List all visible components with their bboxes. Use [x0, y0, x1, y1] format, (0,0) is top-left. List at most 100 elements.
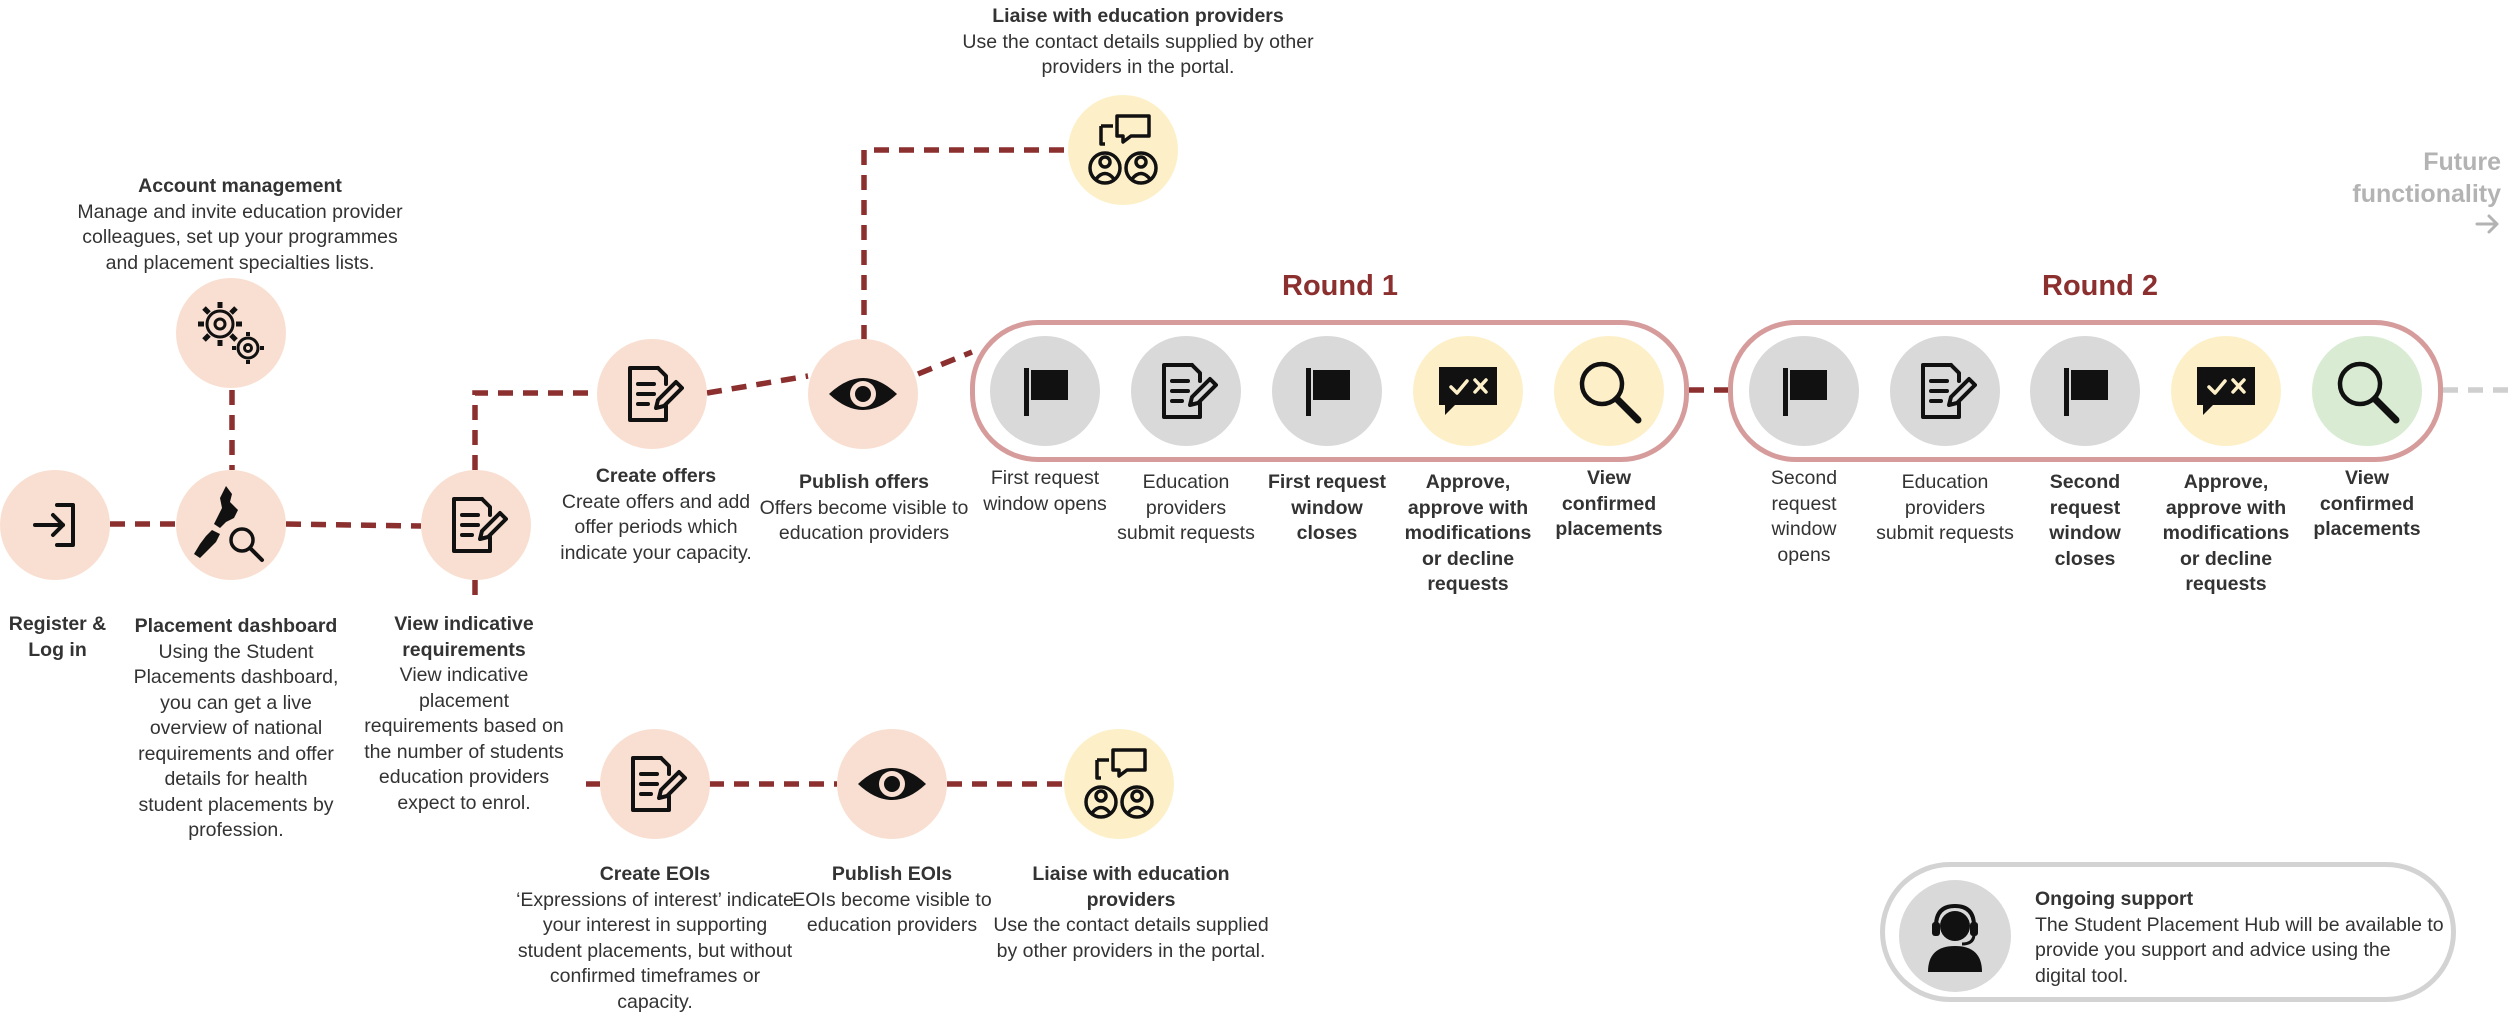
publish-offers-desc: Offers become visible to education provi…: [748, 496, 980, 547]
round-1-step-3-label: First request window closes: [1262, 470, 1392, 547]
round-2-step-3-text: Second request window closes: [2049, 471, 2121, 570]
create-eois-node: [600, 729, 710, 839]
round-1-step-3-node: [1272, 336, 1382, 446]
round-1-step-5-text: View confirmed placements: [1555, 467, 1662, 540]
support-text: Ongoing support The Student Placement Hu…: [2035, 887, 2445, 989]
register-label: Register & Log in: [0, 612, 115, 663]
document-pen-icon: [623, 752, 687, 816]
dashboard-label: Placement dashboard Using the Student Pl…: [130, 614, 342, 844]
eye-icon: [854, 760, 930, 808]
create-eois-label: Create EOIs ‘Expressions of interest’ in…: [514, 862, 796, 1015]
round-2-step-3-label: Second request window closes: [2030, 470, 2140, 572]
document-pen-icon: [620, 362, 684, 426]
create-eois-title: Create EOIs: [514, 862, 796, 888]
support-node: [1899, 880, 2011, 992]
round-1-step-1-node: [990, 336, 1100, 446]
document-pen-icon: [1913, 359, 1977, 423]
future-line-2: functionality: [2352, 178, 2501, 210]
liaise-top-title: Liaise with education providers: [960, 4, 1316, 30]
requirements-desc: View indicative placement requirements b…: [360, 663, 568, 816]
create-offers-desc: Create offers and add offer periods whic…: [552, 490, 760, 567]
round-2-title: Round 2: [1950, 270, 2250, 303]
round-2-step-2-node: [1890, 336, 2000, 446]
publish-offers-node: [808, 339, 918, 449]
liaise-bottom-node: [1064, 729, 1174, 839]
flag-icon: [2056, 362, 2114, 420]
liaise-top-label: Liaise with education providers Use the …: [960, 4, 1316, 81]
round-1-step-1-label: First request window opens: [980, 466, 1110, 517]
eye-icon: [825, 370, 901, 418]
dashboard-title: Placement dashboard: [130, 614, 342, 640]
liaise-bottom-desc: Use the contact details supplied by othe…: [992, 913, 1270, 964]
flag-icon: [1298, 362, 1356, 420]
document-pen-icon: [1154, 359, 1218, 423]
register-title: Register & Log in: [0, 612, 115, 663]
register-node: [0, 470, 110, 580]
round-1-step-3-text: First request window closes: [1268, 471, 1386, 544]
round-1-step-4-label: Approve, approve with modifications or d…: [1403, 470, 1533, 598]
round-2-step-2-text: Education providers submit requests: [1876, 471, 2014, 544]
magnifier-icon: [2332, 356, 2402, 426]
check-cross-chat-icon: [2193, 361, 2259, 421]
round-1-step-5-node: [1554, 336, 1664, 446]
round-1-title: Round 1: [1190, 270, 1490, 303]
liaise-top-node: [1068, 95, 1178, 205]
liaise-bottom-label: Liaise with education providers Use the …: [992, 862, 1270, 964]
round-1-step-2-text: Education providers submit requests: [1117, 471, 1255, 544]
future-functionality: Future functionality: [2352, 146, 2501, 244]
support-title: Ongoing support: [2035, 887, 2445, 913]
account-label: Account management Manage and invite edu…: [70, 174, 410, 276]
support-desc: The Student Placement Hub will be availa…: [2035, 913, 2445, 990]
round-2-step-5-label: View confirmed placements: [2307, 466, 2427, 543]
dashboard-node: [176, 470, 286, 580]
people-chat-icon: [1083, 110, 1163, 190]
dashboard-desc: Using the Student Placements dashboard, …: [130, 640, 342, 844]
nz-map-magnifier-icon: [186, 480, 276, 570]
requirements-title: View indicative requirements: [360, 612, 568, 663]
round-2-step-4-node: [2171, 336, 2281, 446]
round-2-step-1-label: Second request window opens: [1754, 466, 1854, 568]
create-offers-title: Create offers: [552, 464, 760, 490]
liaise-top-desc: Use the contact details supplied by othe…: [960, 30, 1316, 81]
document-pen-icon: [444, 493, 508, 557]
headset-person-icon: [1920, 898, 1990, 974]
publish-offers-title: Publish offers: [748, 470, 980, 496]
people-chat-icon: [1079, 744, 1159, 824]
publish-eois-node: [837, 729, 947, 839]
round-2-step-5-node: [2312, 336, 2422, 446]
round-2-step-4-text: Approve, approve with modifications or d…: [2163, 471, 2290, 595]
round-1-step-2-label: Education providers submit requests: [1116, 470, 1256, 547]
round-2-step-4-label: Approve, approve with modifications or d…: [2161, 470, 2291, 598]
arrow-right-icon: [2475, 212, 2501, 236]
round-2-step-1-node: [1749, 336, 1859, 446]
create-offers-node: [597, 339, 707, 449]
round-1-step-4-text: Approve, approve with modifications or d…: [1405, 471, 1532, 595]
round-1-step-5-label: View confirmed placements: [1549, 466, 1669, 543]
create-eois-desc: ‘Expressions of interest’ indicate your …: [514, 888, 796, 1015]
account-desc: Manage and invite education provider col…: [70, 200, 410, 277]
round-2-step-1-text: Second request window opens: [1771, 467, 1837, 566]
account-title: Account management: [70, 174, 410, 200]
magnifier-icon: [1574, 356, 1644, 426]
flag-icon: [1775, 362, 1833, 420]
round-1-step-2-node: [1131, 336, 1241, 446]
liaise-bottom-title: Liaise with education providers: [992, 862, 1270, 913]
round-1-step-4-node: [1413, 336, 1523, 446]
requirements-node: [421, 470, 531, 580]
publish-eois-desc: EOIs become visible to education provide…: [786, 888, 998, 939]
round-2-step-5-text: View confirmed placements: [2313, 467, 2420, 540]
round-2-step-3-node: [2030, 336, 2140, 446]
publish-eois-label: Publish EOIs EOIs become visible to educ…: [786, 862, 998, 939]
flag-icon: [1016, 362, 1074, 420]
future-line-1: Future: [2352, 146, 2501, 178]
publish-offers-label: Publish offers Offers become visible to …: [748, 470, 980, 547]
publish-eois-title: Publish EOIs: [786, 862, 998, 888]
check-cross-chat-icon: [1435, 361, 1501, 421]
requirements-label: View indicative requirements View indica…: [360, 612, 568, 816]
account-node: [176, 278, 286, 388]
create-offers-label: Create offers Create offers and add offe…: [552, 464, 760, 566]
login-arrow-icon: [27, 497, 83, 553]
gears-icon: [192, 298, 270, 368]
round-2-step-2-label: Education providers submit requests: [1875, 470, 2015, 547]
round-1-step-1-text: First request window opens: [983, 467, 1107, 515]
